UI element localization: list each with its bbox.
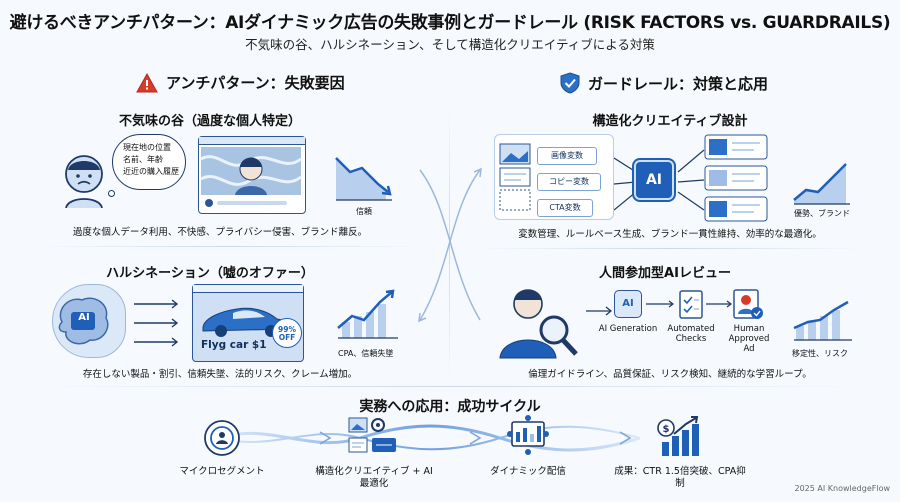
human-caption: 倫理ガイドライン、品質保証、リスク検知、継続的な学習ループ。 bbox=[528, 369, 812, 380]
declining-trust-chart bbox=[335, 157, 392, 201]
uncanny-chart-label: 信頼 bbox=[356, 207, 372, 216]
distorted-face-image bbox=[200, 147, 302, 207]
variable-panel: 画像変数 コピー変数 CTA変数 bbox=[494, 134, 614, 220]
shield-check-icon bbox=[560, 72, 580, 94]
step-automated-checks: Automated Checks bbox=[667, 324, 715, 344]
ai-chip: AI bbox=[634, 160, 674, 200]
warning-icon bbox=[136, 72, 158, 92]
ai-brain-label: AI bbox=[78, 312, 90, 323]
variable-thumbnails bbox=[499, 143, 531, 211]
bubble-line-1: 現在地の位置 bbox=[123, 143, 171, 152]
left-header: アンチパターン：失敗要因 bbox=[136, 72, 345, 93]
tag-image-variable: 画像変数 bbox=[537, 147, 597, 165]
worried-person-icon bbox=[65, 155, 103, 208]
arrow-to-steps bbox=[586, 306, 613, 316]
hallucination-chart-label: CPA、信頼失墜 bbox=[338, 349, 394, 358]
bubble-dot bbox=[108, 190, 115, 197]
right-divider bbox=[480, 248, 860, 249]
hallucination-caption: 存在しない製品・割引、信頼失墜、法的リスク、クレーム増加。 bbox=[82, 369, 358, 380]
cycle-step-2: 構造化クリエイティブ + AI最適化 bbox=[315, 466, 433, 489]
uncanny-caption: 過度な個人データ利用、不快感、プライバシー侵害、ブランド離反。 bbox=[72, 227, 368, 238]
step-ai-generation: AI Generation bbox=[598, 324, 658, 334]
structured-caption: 変数管理、ルールベース生成、ブランド一貫性維持、効率的な最適化。 bbox=[518, 229, 822, 240]
bubble-line-3: 近近の購入履歴 bbox=[123, 167, 179, 176]
left-divider bbox=[40, 246, 420, 247]
dynamic-delivery-icon bbox=[507, 415, 549, 455]
bubble-line-2: 名前、年齢 bbox=[123, 155, 163, 164]
right-header-label: ガードレール：対策と応用 bbox=[588, 74, 769, 93]
uncanny-title: 不気味の谷（過度な個人特定） bbox=[118, 114, 301, 129]
svg-text:$: $ bbox=[663, 424, 670, 435]
hallucination-title: ハルシネーション（嘘のオファー） bbox=[106, 266, 314, 281]
reviewer-person-icon bbox=[499, 289, 578, 359]
brain-icon bbox=[58, 297, 109, 345]
cycle-step-3: ダイナミック配信 bbox=[490, 466, 566, 477]
bottom-divider bbox=[40, 386, 860, 387]
cycle-title: 実務への応用：成功サイクル bbox=[359, 399, 541, 415]
target-segment-icon bbox=[204, 420, 240, 456]
ad-text: Flyg car $1 bbox=[201, 339, 267, 351]
rising-cpa-chart bbox=[337, 289, 398, 339]
left-header-label: アンチパターン：失敗要因 bbox=[166, 74, 345, 92]
output-ad-cards bbox=[704, 134, 768, 222]
ai-generation-icon: AI bbox=[614, 290, 642, 318]
discount-badge: 99% OFF bbox=[272, 318, 302, 348]
checklist-icon bbox=[679, 290, 703, 319]
cycle-flow-wave bbox=[219, 424, 641, 452]
ai-connectors bbox=[614, 149, 705, 211]
tag-copy-variable: コピー変数 bbox=[537, 173, 601, 191]
brand-growth-chart bbox=[793, 163, 850, 205]
flow-arrows bbox=[134, 299, 179, 347]
step-human-approved: Human Approved Ad bbox=[728, 324, 770, 354]
structured-title: 構造化クリエイティブ設計 bbox=[592, 114, 748, 129]
footer-credit: 2025 AI KnowledgeFlow bbox=[794, 484, 890, 493]
structured-creative-icon bbox=[348, 417, 396, 453]
step-arrows bbox=[646, 300, 732, 308]
human-chart-label: 移定性、リスク bbox=[792, 349, 848, 358]
creepy-ad-screen bbox=[198, 136, 306, 214]
right-header: ガードレール：対策と応用 bbox=[560, 72, 768, 94]
page-title: 避けるべきアンチパターン：AIダイナミック広告の失敗事例とガードレール (RIS… bbox=[9, 13, 891, 33]
results-growth-icon: $ bbox=[657, 416, 699, 456]
structured-chart-label: 優勢、ブランド bbox=[794, 209, 850, 218]
human-title: 人間参加型AIレビュー bbox=[599, 266, 731, 281]
tag-cta-variable: CTA変数 bbox=[537, 199, 593, 217]
cross-arrows bbox=[418, 167, 482, 323]
cycle-step-1: マイクロセグメント bbox=[179, 466, 265, 477]
thought-bubble: 現在地の位置 名前、年齢 近近の購入履歴 bbox=[112, 134, 186, 190]
approved-person-icon bbox=[733, 289, 763, 319]
page-subtitle: 不気味の谷、ハルシネーション、そして構造化クリエイティブによる対策 bbox=[245, 37, 655, 52]
cycle-step-4: 成果：CTR 1.5倍突破、CPA抑制 bbox=[614, 466, 746, 489]
stability-chart bbox=[793, 300, 852, 341]
